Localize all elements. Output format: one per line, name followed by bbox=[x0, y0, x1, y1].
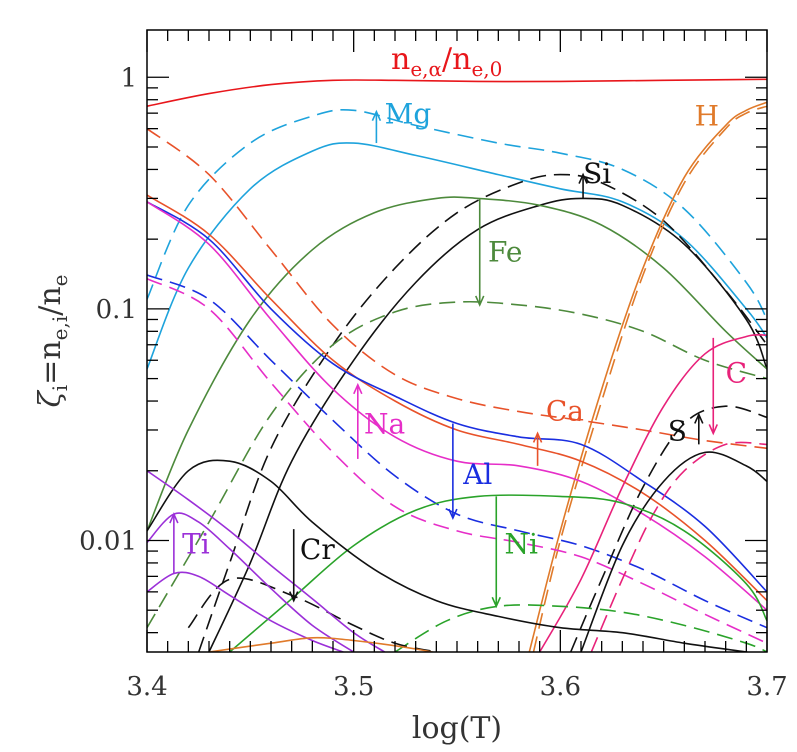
series-line-al-11 bbox=[147, 201, 767, 593]
series-line-ratio-0 bbox=[147, 78, 767, 107]
tick-labels: 3.4 3.5 3.6 3.7 0.01 0.1 1 bbox=[79, 63, 788, 702]
arrow-ni bbox=[491, 496, 501, 609]
annotation-c: C bbox=[726, 357, 747, 390]
arrow-s bbox=[694, 412, 704, 445]
series-line-na-13 bbox=[147, 201, 767, 611]
arrow-na bbox=[353, 382, 363, 459]
annotation-cr: Cr bbox=[300, 533, 335, 566]
annotation-h: H bbox=[695, 99, 719, 132]
annotation-na: Na bbox=[364, 407, 405, 440]
series-line-c-15 bbox=[539, 333, 767, 652]
x-tick-label: 3.6 bbox=[540, 672, 581, 702]
plot-arrows bbox=[169, 109, 718, 609]
series-line-al-12 bbox=[147, 274, 767, 629]
ratio-label-sub2: e,0 bbox=[471, 57, 502, 81]
annotation-fe: Fe bbox=[488, 236, 522, 269]
arrow-cr bbox=[289, 529, 299, 603]
series-line-fe-6 bbox=[147, 300, 767, 629]
ratio-label-slash: /n bbox=[442, 42, 471, 77]
y-axis-label-sub-ei: e,i bbox=[48, 316, 72, 341]
series-line-ca-10 bbox=[147, 194, 767, 602]
ratio-label: ne,α/ne,0 bbox=[391, 42, 502, 81]
arrow-ti bbox=[169, 512, 179, 574]
ratio-label-n: n bbox=[391, 42, 410, 77]
arrow-fe bbox=[475, 198, 485, 307]
series-line-mg-1 bbox=[147, 109, 767, 320]
y-axis-label-zeta: ζ bbox=[33, 390, 68, 408]
series-line-fe-5 bbox=[147, 196, 767, 532]
series-line-h-7 bbox=[532, 105, 767, 652]
plot-lines bbox=[147, 78, 767, 652]
annotation-mg: Mg bbox=[385, 98, 432, 131]
x-tick-label: 3.5 bbox=[333, 672, 374, 702]
y-tick-label: 0.1 bbox=[96, 295, 137, 325]
arrow-ca bbox=[532, 431, 543, 466]
series-line-na-14 bbox=[147, 277, 767, 644]
ratio-label-sub1: e,α bbox=[410, 57, 442, 81]
series-line-c-16 bbox=[590, 441, 767, 652]
x-axis-label: log(T) bbox=[412, 711, 502, 746]
annotation-si: Si bbox=[583, 157, 611, 190]
series-line-h-26 bbox=[208, 636, 437, 652]
annotation-ti: Ti bbox=[182, 527, 210, 560]
y-axis-label-eq: =n bbox=[33, 340, 68, 384]
arrow-c bbox=[708, 337, 718, 436]
series-line-ca-9 bbox=[147, 128, 767, 450]
plot-frame bbox=[146, 29, 768, 653]
series-line-ti-25 bbox=[147, 571, 344, 652]
y-axis-label-sub-i: i bbox=[48, 385, 72, 391]
annotation-s: S bbox=[668, 415, 687, 448]
series-line-h-8 bbox=[528, 101, 767, 652]
series-line-ni-20 bbox=[394, 604, 767, 652]
y-axis-label-sub-e: e bbox=[48, 274, 72, 286]
arrow-si bbox=[578, 172, 588, 199]
x-tick-label: 3.7 bbox=[746, 672, 787, 702]
series-line-s-17 bbox=[569, 405, 767, 652]
y-axis-label: ζi=ne,i/ne bbox=[33, 274, 72, 407]
series-line-si-3 bbox=[197, 173, 767, 652]
series-line-mg-2 bbox=[147, 142, 767, 370]
annotation-ni: Ni bbox=[505, 527, 539, 560]
annotation-al: Al bbox=[462, 458, 492, 491]
annotation-ca: Ca bbox=[546, 394, 584, 427]
arrow-al bbox=[448, 423, 458, 521]
arrow-mg bbox=[371, 109, 382, 144]
series-line-cr-22 bbox=[187, 577, 437, 652]
y-axis-label-slash: /n bbox=[33, 286, 68, 315]
x-tick-label: 3.4 bbox=[126, 672, 167, 702]
series-line-ti-23 bbox=[147, 470, 386, 652]
y-tick-label: 0.01 bbox=[79, 526, 137, 556]
y-tick-label: 1 bbox=[120, 63, 137, 93]
series-line-s-18 bbox=[580, 451, 767, 652]
series-line-ni-19 bbox=[229, 494, 767, 652]
